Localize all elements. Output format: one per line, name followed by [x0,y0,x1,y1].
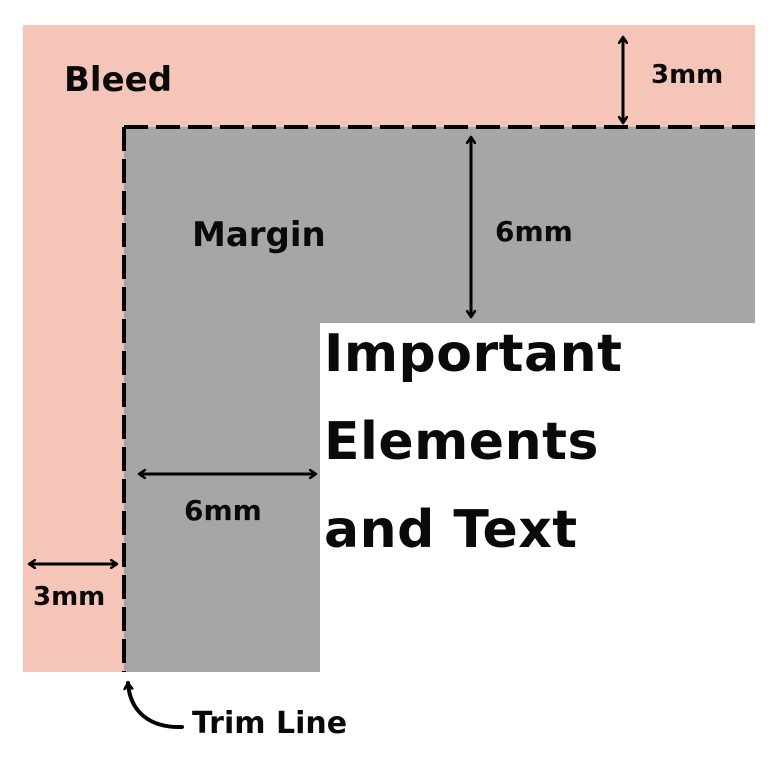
safe-area-text-line-1: Important [324,324,623,384]
bleed-label: Bleed [64,60,173,100]
trim-line-pointer-icon [128,681,184,730]
safe-area-text-line-3: and Text [324,500,578,560]
trim-line [122,125,755,672]
margin-label: Margin [192,215,326,255]
margin-area-left [124,127,320,672]
bleed-top-measure: 3mm [651,60,724,90]
safe-area-text-line-2: Elements [324,412,599,472]
safe-area [320,323,768,768]
margin-top-measure: 6mm [495,215,573,248]
bleed-left-measure: 3mm [33,582,106,612]
trim-line-label: Trim Line [192,706,348,741]
margin-left-measure: 6mm [184,494,262,527]
